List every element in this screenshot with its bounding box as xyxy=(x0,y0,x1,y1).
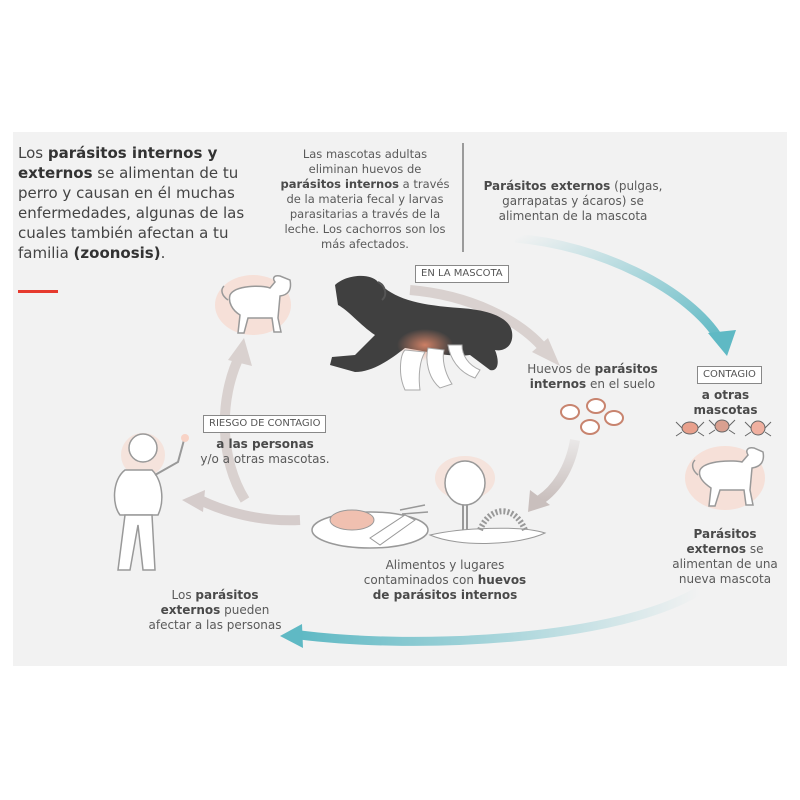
new-pet-dog-icon xyxy=(685,446,765,510)
accent-bar xyxy=(18,290,58,293)
intro-text: Los parásitos internos y externos se ali… xyxy=(18,144,245,262)
dark-dog-with-puppies-icon xyxy=(330,275,513,391)
diagram-panel xyxy=(13,132,787,666)
eggs-text: Huevos de parásitos internos en el suelo xyxy=(527,362,658,391)
external-parasites-icon xyxy=(675,419,772,437)
parasite-eggs-icon xyxy=(560,398,624,435)
contaminated-park-icon xyxy=(428,456,547,544)
label-en-la-mascota: EN LA MASCOTA xyxy=(415,265,509,283)
contaminated-food-icon xyxy=(311,504,429,549)
contaminated-food-text: Alimentos y lugares contaminados con hue… xyxy=(363,558,527,602)
external-parasites-text: Parásitos externos (pulgas, garrapatas y… xyxy=(483,179,663,223)
person-icon xyxy=(113,433,189,571)
adult-pets-text: Las mascotas adultas eliminan huevos de … xyxy=(280,147,450,251)
label-riesgo-de-contagio: RIESGO DE CONTAGIO xyxy=(203,415,327,433)
teal-arrow-contagion xyxy=(514,233,736,356)
label-contagio: CONTAGIO xyxy=(697,366,762,384)
people-risk-text: Los parásitos externos pueden afectar a … xyxy=(148,588,282,632)
contagio-subtitle: a otras mascotas xyxy=(693,388,758,417)
teal-arrow-people xyxy=(280,586,703,648)
new-pet-text: Parásitos externos se alimentan de una n… xyxy=(672,527,778,586)
white-dog-icon xyxy=(215,275,292,335)
